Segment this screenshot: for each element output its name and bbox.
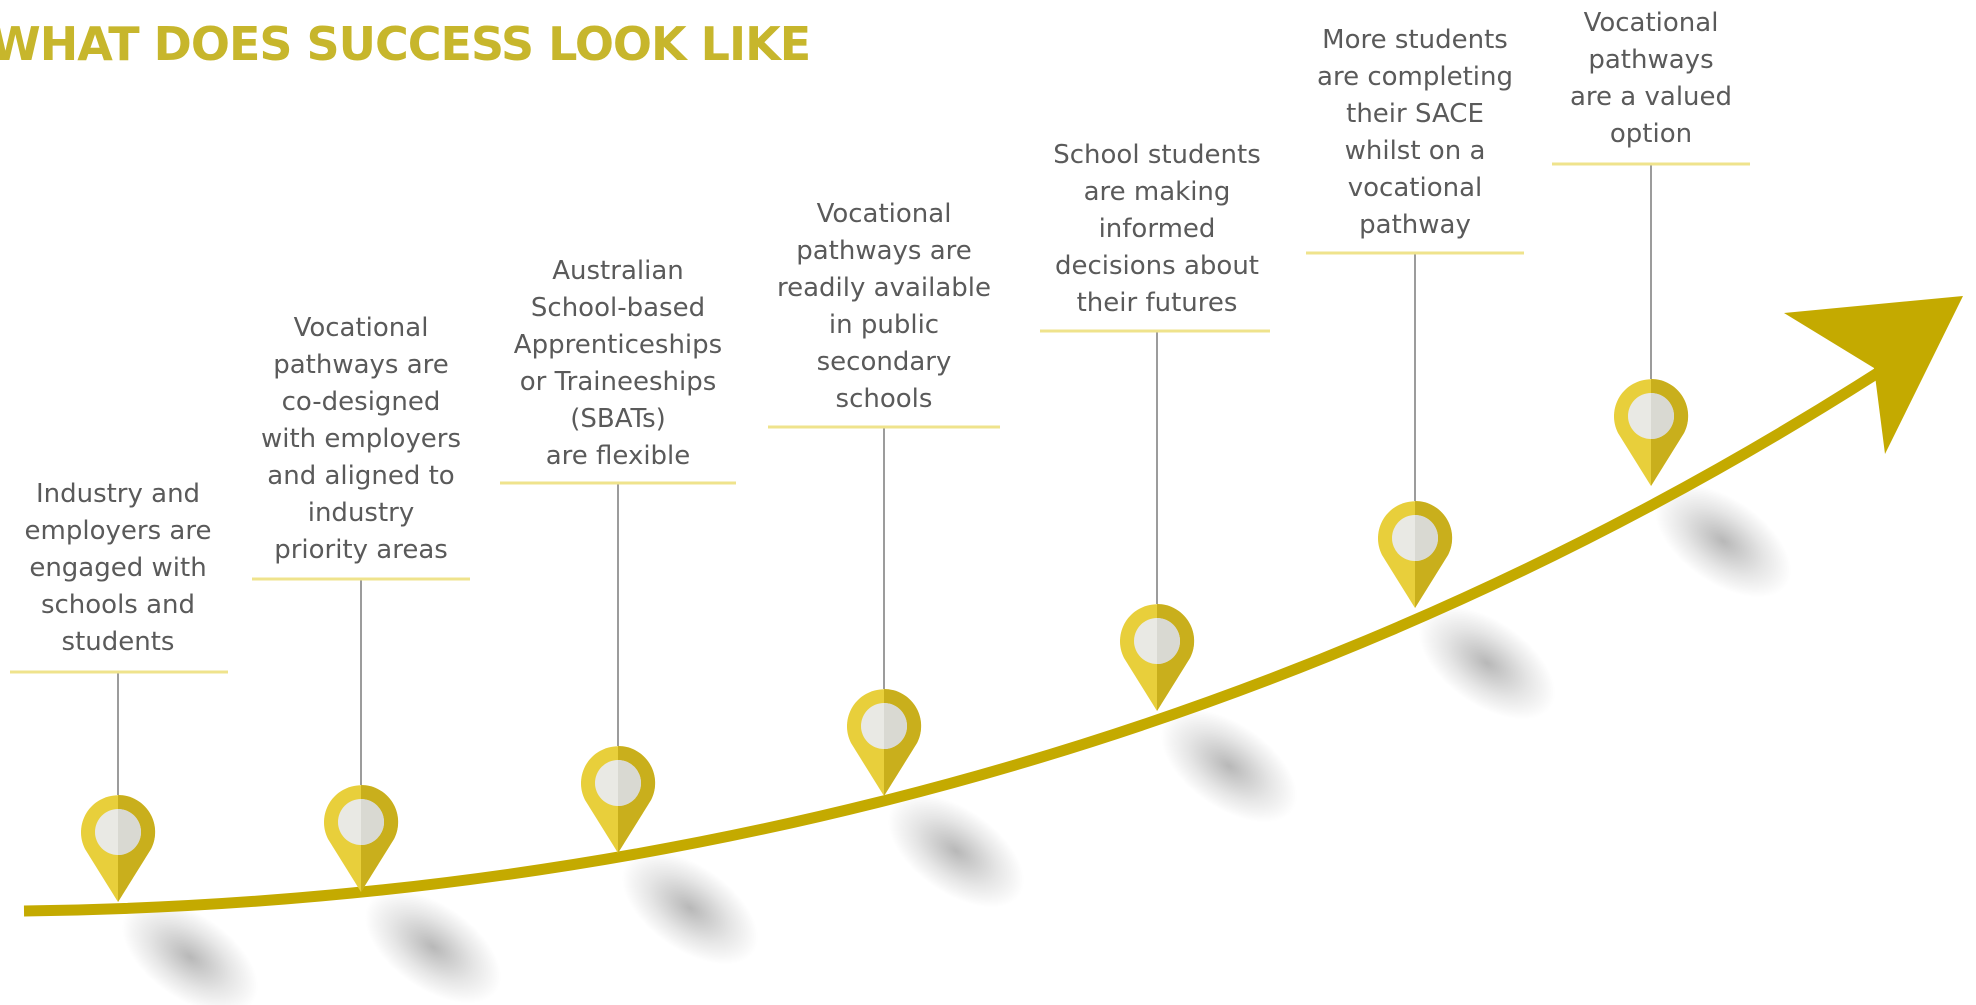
map-pin-icon — [847, 688, 922, 796]
map-pin-icon — [1120, 603, 1195, 711]
pin-shadow — [1160, 709, 1298, 823]
pin-shadow — [887, 794, 1025, 908]
milestone-label: Australian School-based Apprenticeships … — [513, 256, 723, 471]
map-pin-icon — [324, 784, 399, 892]
pin-shadow — [364, 890, 502, 1004]
map-pin-icon — [1614, 378, 1689, 486]
pin-shadow — [1654, 484, 1792, 598]
milestone-pins — [10, 162, 1750, 902]
trend-line — [23, 360, 1893, 917]
milestone-label: More students are completing their SACE … — [1317, 25, 1513, 240]
map-pin-icon — [81, 794, 156, 902]
milestone-label: Vocational pathways are a valued option — [1569, 8, 1733, 149]
arrow-head — [1784, 296, 1963, 454]
map-pin-icon — [1378, 500, 1453, 608]
pin-shadow — [621, 851, 759, 965]
milestone-label: Vocational pathways are readily availabl… — [776, 199, 991, 414]
pin-shadow — [121, 900, 259, 1005]
milestone-label: Vocational pathways are co-designed with… — [260, 313, 461, 565]
map-pin-icon — [581, 745, 656, 853]
milestone-label: School students are making informed deci… — [1053, 140, 1261, 318]
page-title: WHAT DOES SUCCESS LOOK LIKE — [0, 17, 811, 71]
pin-shadow — [1418, 606, 1556, 720]
pin-shadows — [121, 484, 1792, 1005]
milestone-label: Industry and employers are engaged with … — [24, 479, 212, 657]
